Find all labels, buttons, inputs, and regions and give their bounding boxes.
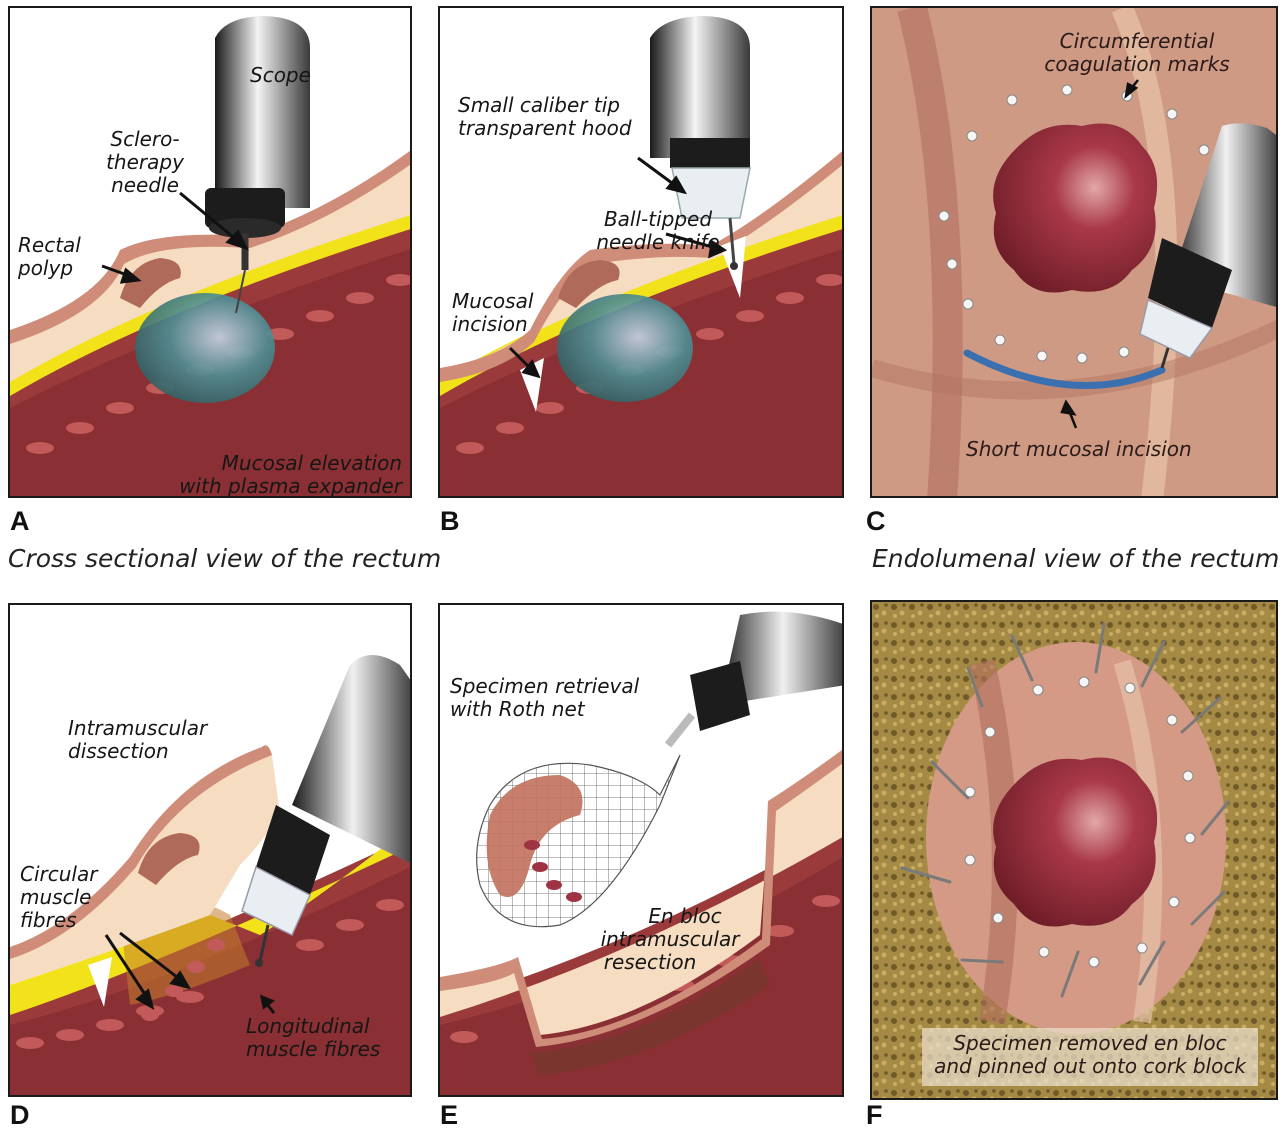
- panel-b: Small caliber tip transparent hood Ball-…: [438, 6, 844, 498]
- label-line: Intramuscular: [68, 717, 207, 740]
- label-mucosal-elevation: Mucosal elevation with plasma expander: [179, 452, 402, 498]
- label-line: therapy: [90, 151, 200, 174]
- label-line: Specimen removed en bloc: [922, 1032, 1258, 1055]
- label-line: dissection: [68, 740, 207, 763]
- label-line: Rectal: [18, 234, 81, 257]
- label-line: Small caliber tip: [458, 94, 632, 117]
- panel-letter-f: F: [866, 1100, 883, 1131]
- endoscope: [668, 612, 844, 745]
- label-line: coagulation marks: [1012, 53, 1262, 76]
- label-line: incision: [452, 313, 533, 336]
- label-rectal-polyp: Rectal polyp: [18, 234, 81, 280]
- label-line: Longitudinal: [246, 1015, 380, 1038]
- roth-net: [477, 755, 680, 927]
- caption-cross-sectional-view: Cross sectional view of the rectum: [8, 544, 441, 573]
- label-line: and pinned out onto cork block: [922, 1055, 1258, 1078]
- label-line: needle: [90, 174, 200, 197]
- label-line: Ball-tipped: [588, 208, 728, 231]
- label-mucosal-incision: Mucosal incision: [452, 290, 533, 336]
- label-specimen-removed: Specimen removed en bloc and pinned out …: [922, 1032, 1258, 1078]
- label-line: muscle fibres: [246, 1038, 380, 1061]
- label-line: Mucosal elevation: [179, 452, 402, 475]
- label-line: Specimen retrieval: [450, 675, 639, 698]
- label-line: fibres: [20, 909, 97, 932]
- label-circular-muscle-fibres: Circular muscle fibres: [20, 863, 97, 932]
- panel-e: Specimen retrieval with Roth net En bloc…: [438, 603, 844, 1097]
- label-line: Mucosal: [452, 290, 533, 313]
- label-line: with plasma expander: [179, 475, 402, 498]
- saline-bleb: [135, 293, 275, 403]
- label-line: Circumferential: [1012, 30, 1262, 53]
- panel-f: [870, 600, 1278, 1100]
- label-line: muscle: [20, 886, 97, 909]
- rectal-polyp: [993, 124, 1157, 293]
- panel-c-illustration: [872, 8, 1278, 498]
- label-line: intramuscular: [530, 928, 770, 951]
- label-line: needle knife: [588, 231, 728, 254]
- panel-d: Intramuscular dissection Circular muscle…: [8, 603, 412, 1097]
- label-longitudinal-muscle-fibres: Longitudinal muscle fibres: [246, 1015, 380, 1061]
- panel-a: Scope Sclero- therapy needle Rectal poly…: [8, 6, 412, 498]
- panel-c: Circumferential coagulation marks Short …: [870, 6, 1278, 498]
- caption-endolumenal-view: Endolumenal view of the rectum: [872, 544, 1279, 573]
- label-short-mucosal-incision: Short mucosal incision: [966, 438, 1192, 461]
- label-intramuscular-dissection: Intramuscular dissection: [68, 717, 207, 763]
- label-sclerotherapy-needle: Sclero- therapy needle: [90, 128, 200, 197]
- label-scope: Scope: [250, 64, 311, 87]
- panel-letter-b: B: [440, 506, 460, 537]
- label-line: polyp: [18, 257, 81, 280]
- label-ball-tipped-knife: Ball-tipped needle knife: [588, 208, 728, 254]
- label-line: transparent hood: [458, 117, 632, 140]
- panel-letter-c: C: [866, 506, 886, 537]
- label-specimen-retrieval: Specimen retrieval with Roth net: [450, 675, 639, 721]
- polyp-specimen: [993, 758, 1157, 927]
- label-coagulation-marks: Circumferential coagulation marks: [1012, 30, 1262, 76]
- label-en-bloc-resection: En bloc intramuscular resection: [530, 905, 770, 974]
- label-line: En bloc: [530, 905, 770, 928]
- label-line: resection: [530, 951, 770, 974]
- label-line: Circular: [20, 863, 97, 886]
- panel-letter-e: E: [440, 1100, 458, 1131]
- label-line: Sclero-: [90, 128, 200, 151]
- panel-letter-d: D: [10, 1100, 30, 1131]
- label-transparent-hood: Small caliber tip transparent hood: [458, 94, 632, 140]
- label-line: with Roth net: [450, 698, 639, 721]
- panel-letter-a: A: [10, 506, 30, 537]
- panel-f-illustration: [872, 602, 1278, 1100]
